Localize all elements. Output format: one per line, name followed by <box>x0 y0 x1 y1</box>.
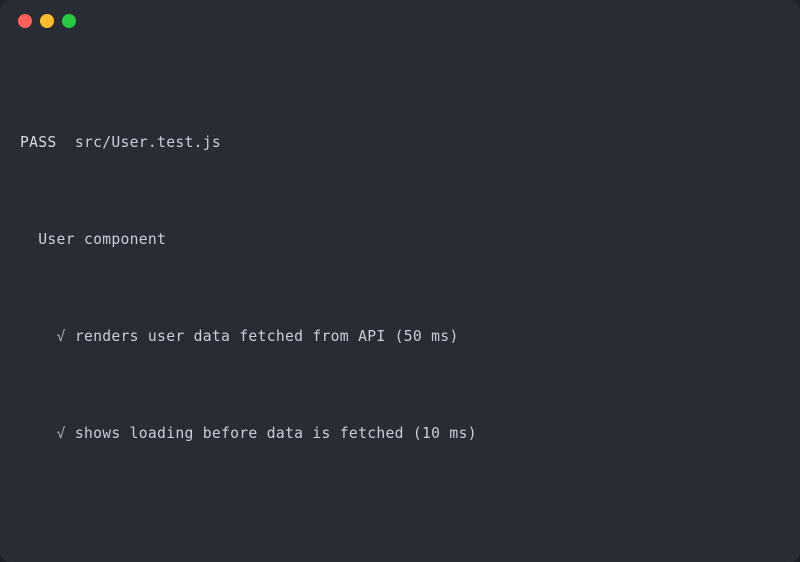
pass-line: PASS src/User.test.js <box>0 131 800 155</box>
test-case-line-0: √ renders user data fetched from API (50… <box>0 325 800 349</box>
spacer-line <box>0 520 800 544</box>
test-file-path: src/User.test.js <box>74 133 222 151</box>
terminal-output[interactable]: PASS src/User.test.js User component √ r… <box>0 44 800 562</box>
test-indent-0 <box>20 328 57 345</box>
pass-spacer <box>57 134 75 151</box>
test-case-line-1: √ shows loading before data is fetched (… <box>0 422 800 446</box>
test-case-name-1: shows loading before data is fetched <box>74 425 404 443</box>
suite-indent <box>20 231 38 248</box>
minimize-window-button[interactable] <box>40 14 54 28</box>
test-gap-0 <box>66 328 75 345</box>
close-window-button[interactable] <box>18 14 32 28</box>
suite-name: User component <box>38 231 167 249</box>
check-icon: √ <box>56 328 66 346</box>
check-icon: √ <box>56 425 66 443</box>
suite-name-line: User component <box>0 228 800 252</box>
pass-status-label: PASS <box>20 133 57 151</box>
test-gap2-0 <box>385 328 394 345</box>
test-case-duration-1: (10 ms) <box>412 425 477 443</box>
maximize-window-button[interactable] <box>62 14 76 28</box>
title-bar <box>0 0 800 44</box>
test-indent-1 <box>20 425 57 442</box>
test-gap2-1 <box>404 425 413 442</box>
test-case-name-0: renders user data fetched from API <box>74 328 386 346</box>
test-gap-1 <box>66 425 75 442</box>
test-case-duration-0: (50 ms) <box>394 328 459 346</box>
